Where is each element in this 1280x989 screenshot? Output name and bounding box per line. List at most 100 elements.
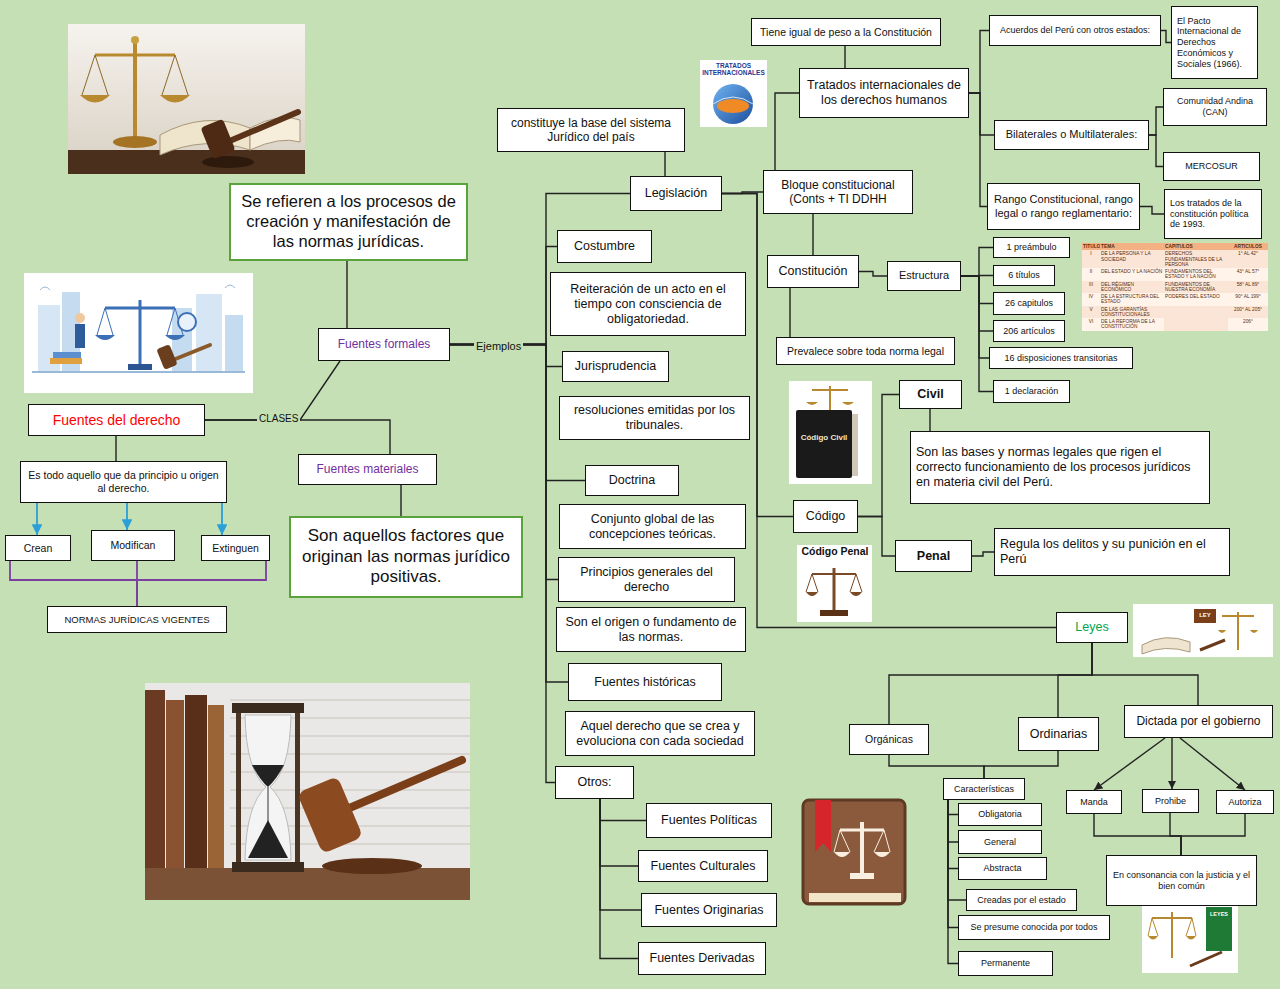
connector bbox=[961, 276, 993, 392]
node-text: NORMAS JURÍDICAS VIGENTES bbox=[53, 614, 221, 625]
node-text: Prevalece sobre toda norma legal bbox=[782, 345, 949, 358]
concept-box: Acuerdos del Perú con otros estados: bbox=[989, 15, 1161, 46]
connector bbox=[450, 247, 557, 345]
book-title: LEYES bbox=[1206, 912, 1232, 918]
laws-image bbox=[1133, 604, 1273, 657]
connector bbox=[1092, 643, 1198, 705]
node-text: Fuentes Culturales bbox=[644, 859, 762, 874]
penal-code-image bbox=[797, 545, 872, 622]
concept-box: 6 títulos bbox=[993, 265, 1055, 286]
node-text: Se refieren a los procesos de creación y… bbox=[236, 192, 461, 251]
node-text: Extinguen bbox=[207, 542, 264, 555]
connector bbox=[969, 93, 994, 135]
concept-box: Penal bbox=[895, 540, 972, 572]
concept-box: NORMAS JURÍDICAS VIGENTES bbox=[47, 606, 227, 633]
node-text: Fuentes Derivadas bbox=[644, 951, 760, 966]
table-cell: FUNDAMENTOS DEL ESTADO Y LA NACIÓN bbox=[1164, 268, 1228, 281]
node-text: Acuerdos del Perú con otros estados: bbox=[995, 25, 1155, 36]
node-text: Fuentes Originarias bbox=[647, 903, 771, 918]
table-cell: 200° AL 205° bbox=[1228, 306, 1268, 319]
concept-box: Constitución bbox=[767, 255, 859, 288]
source-box: Legislación bbox=[630, 176, 722, 211]
connector bbox=[205, 361, 340, 420]
node-text: Comunidad Andina (CAN) bbox=[1169, 96, 1261, 118]
concept-box: Permanente bbox=[958, 951, 1053, 976]
node-text: General bbox=[964, 837, 1036, 848]
table-cell: FUNDAMENTOS DE NUESTRA ECONOMÍA bbox=[1164, 281, 1228, 294]
connector bbox=[969, 31, 989, 94]
node-text: 206 artículos bbox=[999, 326, 1059, 337]
edge-label: CLASES bbox=[257, 413, 300, 425]
laws-image-small bbox=[1142, 903, 1238, 973]
node-text: resoluciones emitidas por los tribunales… bbox=[565, 403, 744, 433]
connector bbox=[889, 755, 984, 778]
concept-box: MERCOSUR bbox=[1163, 152, 1260, 181]
concept-box: Regula los delitos y su punición en el P… bbox=[994, 528, 1230, 576]
node-text: Obligatoria bbox=[964, 809, 1036, 820]
node-text: Autoriza bbox=[1222, 797, 1268, 808]
connector bbox=[205, 420, 390, 454]
connector bbox=[600, 799, 646, 821]
node-text: Jurisprudencia bbox=[568, 359, 663, 374]
concept-box: Comunidad Andina (CAN) bbox=[1163, 88, 1267, 126]
connector bbox=[1149, 107, 1163, 135]
node-text: Legislación bbox=[636, 186, 716, 201]
concept-box: Tratados internacionales de los derechos… bbox=[799, 68, 969, 118]
concept-box: Son el origen o fundamento de las normas… bbox=[556, 607, 746, 652]
connector bbox=[972, 552, 994, 556]
connector bbox=[137, 561, 266, 606]
concept-box: 1 declaración bbox=[993, 380, 1070, 403]
source-box: Otros: bbox=[555, 766, 634, 799]
table-cell: DEL ESTADO Y LA NACIÓN bbox=[1100, 268, 1164, 281]
concept-box: 1 preámbulo bbox=[993, 237, 1070, 258]
concept-box: Extinguen bbox=[201, 535, 270, 561]
connector bbox=[859, 272, 887, 277]
connector bbox=[948, 800, 958, 928]
connector bbox=[600, 799, 641, 910]
connector bbox=[929, 409, 930, 431]
concept-box: Fuentes Originarias bbox=[641, 893, 777, 927]
node-text: 1 declaración bbox=[999, 386, 1064, 397]
node-text: Fuentes históricas bbox=[574, 675, 716, 690]
node-text: Orgánicas bbox=[855, 733, 923, 746]
table-cell: DE LAS GARANTÍAS CONSTITUCIONALES bbox=[1100, 306, 1164, 319]
concept-box: El Pacto Internacional de Derechos Econó… bbox=[1171, 6, 1258, 79]
node-text: Regula los delitos y su punición en el P… bbox=[1000, 537, 1224, 567]
concept-box: constituye la base del sistema Jurídico … bbox=[497, 108, 685, 152]
node-text: Rango Constitucional, rango legal o rang… bbox=[993, 193, 1134, 219]
table-cell: 43° AL 57° bbox=[1228, 268, 1268, 281]
concept-box: Fuentes Culturales bbox=[638, 850, 768, 882]
connector bbox=[115, 436, 116, 461]
concept-box: Leyes bbox=[1056, 612, 1128, 643]
concept-box: Civil bbox=[899, 380, 962, 409]
table-cell: 206° bbox=[1228, 318, 1268, 331]
connector bbox=[1180, 738, 1245, 790]
connector bbox=[844, 46, 845, 68]
connector bbox=[775, 93, 799, 170]
node-text: Fuentes formales bbox=[324, 337, 444, 351]
root-box: Fuentes del derecho bbox=[28, 404, 205, 436]
connector bbox=[812, 214, 813, 255]
node-text: Crean bbox=[11, 542, 65, 555]
hourglass-photo bbox=[145, 683, 470, 900]
node-text: Fuentes materiales bbox=[304, 462, 431, 476]
concept-box: Fuentes Derivadas bbox=[638, 942, 766, 975]
connector bbox=[1094, 814, 1181, 855]
node-text: Constitución bbox=[773, 264, 853, 279]
concept-box: Se presume conocida por todos bbox=[958, 915, 1110, 940]
node-text: Doctrina bbox=[591, 473, 673, 488]
table-header: TITULO bbox=[1082, 243, 1100, 250]
concept-box: Los tratados de la constitución política… bbox=[1164, 189, 1262, 239]
concept-box: Es todo aquello que da principio u orige… bbox=[20, 461, 227, 503]
concept-box: Orgánicas bbox=[849, 724, 929, 755]
node-text: Son las bases y normas legales que rigen… bbox=[916, 445, 1204, 490]
table-header: TEMA bbox=[1100, 243, 1164, 250]
node-text: En consonancia con la justicia y el bien… bbox=[1112, 870, 1251, 892]
connector bbox=[221, 503, 223, 535]
concept-box: Autoriza bbox=[1216, 790, 1274, 814]
concept-box: Características bbox=[943, 778, 1025, 800]
edge-label: Ejemplos bbox=[474, 340, 523, 353]
node-text: Son el origen o fundamento de las normas… bbox=[562, 615, 740, 645]
concept-box: Reiteración de un acto en el tiempo con … bbox=[550, 272, 746, 336]
node-text: Leyes bbox=[1062, 620, 1122, 635]
